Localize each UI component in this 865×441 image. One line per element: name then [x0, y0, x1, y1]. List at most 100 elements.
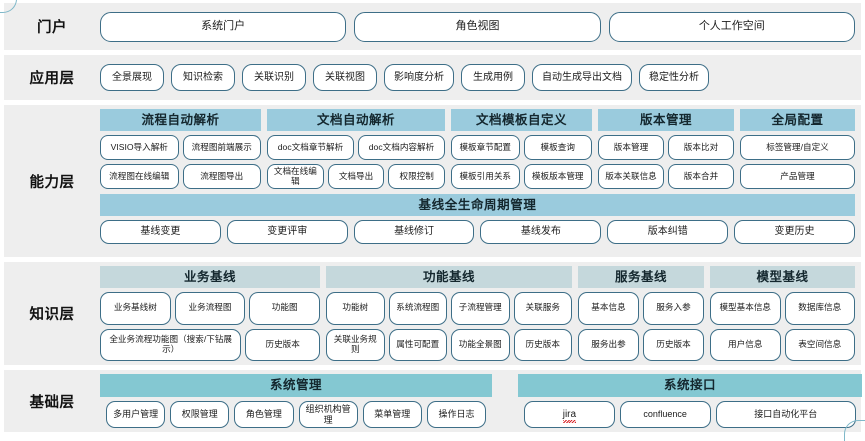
capability-group-4: 全局配置 标签管理/自定义 产品管理 [740, 109, 855, 189]
knowledge-item-3-1-1[interactable]: 数据库信息 [784, 292, 855, 325]
capability-group-2: 文档模板自定义 模板章节配置 模板查询 模板引用关系 模板版本管理 [451, 109, 592, 189]
application-item-5[interactable]: 生成用例 [461, 64, 525, 91]
knowledge-group-0-header: 业务基线 [100, 266, 320, 288]
knowledge-group-2-header: 服务基线 [578, 266, 704, 288]
capability-item-2-2-0[interactable]: 模板引用关系 [451, 164, 520, 189]
capability-item-0-1-0[interactable]: VISIO导入解析 [100, 135, 179, 160]
knowledge-item-1-1-2[interactable]: 子流程管理 [451, 292, 510, 325]
layer-row-foundation: 基础层 系统管理 多用户管理 权限管理 角色管理 组织机构管理 菜单管理 操作日… [4, 370, 862, 432]
capability-banner-item-4[interactable]: 版本纠错 [607, 220, 729, 244]
knowledge-group-1-row-1: 功能树 系统流程图 子流程管理 关联服务 [326, 292, 572, 325]
capability-group-2-header: 文档模板自定义 [451, 109, 592, 131]
capability-item-2-1-0[interactable]: 模板章节配置 [451, 135, 520, 160]
capability-banner-item-2[interactable]: 基线修订 [353, 220, 475, 244]
capability-item-3-1-1[interactable]: 版本比对 [668, 135, 734, 160]
knowledge-item-2-2-0[interactable]: 服务出参 [578, 328, 639, 361]
foundation-item-0-1[interactable]: 权限管理 [170, 401, 230, 428]
foundation-item-0-5[interactable]: 操作日志 [426, 401, 487, 428]
application-item-2[interactable]: 关联识别 [242, 64, 306, 91]
layer-label-application: 应用层 [29, 71, 75, 87]
knowledge-item-3-1-0[interactable]: 模型基本信息 [710, 292, 781, 325]
capability-group-1-row-1: doc文档章节解析 doc文档内容解析 [267, 135, 445, 160]
foundation-column-strip: 系统管理 多用户管理 权限管理 角色管理 组织机构管理 菜单管理 操作日志 系统… [100, 374, 862, 428]
knowledge-item-1-1-0[interactable]: 功能树 [326, 292, 385, 325]
application-item-4[interactable]: 影响度分析 [384, 64, 454, 91]
capability-group-1-header: 文档自动解析 [267, 109, 445, 131]
knowledge-group-0-row-1: 业务基线树 业务流程图 功能图 [100, 292, 321, 325]
knowledge-item-1-1-3[interactable]: 关联服务 [513, 292, 572, 325]
knowledge-item-1-2-3[interactable]: 历史版本 [513, 328, 572, 361]
capability-item-3-1-0[interactable]: 版本管理 [598, 135, 664, 160]
knowledge-group-1: 功能基线 功能树 系统流程图 子流程管理 关联服务 关联业务规则 属性可配置 功… [326, 266, 572, 361]
capability-item-1-2-0[interactable]: 文档在线编辑 [267, 164, 324, 189]
capability-group-1-row-2: 文档在线编辑 文档导出 权限控制 [267, 164, 446, 189]
knowledge-item-1-2-2[interactable]: 功能全景图 [451, 328, 510, 361]
foundation-item-0-0[interactable]: 多用户管理 [106, 401, 166, 428]
capability-banner-item-1[interactable]: 变更评审 [226, 220, 348, 244]
layer-body-foundation: 系统管理 多用户管理 权限管理 角色管理 组织机构管理 菜单管理 操作日志 系统… [100, 374, 862, 428]
application-item-7[interactable]: 稳定性分析 [639, 64, 709, 91]
capability-item-1-1-1[interactable]: doc文档内容解析 [358, 135, 445, 160]
capability-item-3-2-1[interactable]: 版本合并 [668, 164, 734, 189]
foundation-item-0-2[interactable]: 角色管理 [234, 401, 294, 428]
capability-item-1-1-0[interactable]: doc文档章节解析 [267, 135, 354, 160]
capability-banner-item-5[interactable]: 变更历史 [734, 220, 855, 244]
foundation-item-0-3[interactable]: 组织机构管理 [298, 401, 358, 428]
capability-item-2-2-1[interactable]: 模板版本管理 [523, 164, 592, 189]
foundation-item-1-2[interactable]: 接口自动化平台 [715, 401, 856, 428]
knowledge-item-1-2-0[interactable]: 关联业务规则 [326, 328, 385, 361]
knowledge-group-2: 服务基线 基本信息 服务入参 服务出参 历史版本 [578, 266, 704, 361]
layer-body-knowledge: 业务基线 业务基线树 业务流程图 功能图 全业务流程功能图（搜索/下钻展示） 历… [100, 266, 855, 361]
knowledge-item-2-1-0[interactable]: 基本信息 [578, 292, 639, 325]
knowledge-item-3-2-0[interactable]: 用户信息 [710, 328, 781, 361]
jira-label: jira [562, 408, 577, 424]
layer-row-capability: 能力层 流程自动解析 VISIO导入解析 流程图前端展示 流程图在线编辑 流程图… [4, 105, 861, 257]
knowledge-group-1-row-2: 关联业务规则 属性可配置 功能全景图 历史版本 [326, 328, 572, 361]
capability-item-2-1-1[interactable]: 模板查询 [523, 135, 592, 160]
capability-item-3-2-0[interactable]: 版本关联信息 [598, 164, 664, 189]
capability-item-4-2-0[interactable]: 产品管理 [740, 164, 855, 189]
knowledge-group-0-row-2: 全业务流程功能图（搜索/下钻展示） 历史版本 [100, 328, 320, 361]
capability-item-1-2-2[interactable]: 权限控制 [388, 164, 446, 189]
foundation-column-1-header: 系统接口 [518, 374, 862, 397]
knowledge-item-1-1-1[interactable]: 系统流程图 [388, 292, 447, 325]
portal-item-1[interactable]: 角色视图 [354, 11, 601, 42]
application-item-1[interactable]: 知识检索 [171, 64, 235, 91]
foundation-item-1-1[interactable]: confluence [619, 401, 711, 428]
capability-item-0-1-1[interactable]: 流程图前端展示 [182, 135, 261, 160]
capability-item-0-2-0[interactable]: 流程图在线编辑 [100, 164, 179, 189]
portal-item-0[interactable]: 系统门户 [100, 11, 347, 42]
knowledge-item-3-2-1[interactable]: 表空间信息 [784, 328, 855, 361]
knowledge-item-2-1-1[interactable]: 服务入参 [643, 292, 704, 325]
layer-body-capability: 流程自动解析 VISIO导入解析 流程图前端展示 流程图在线编辑 流程图导出 文… [100, 109, 855, 253]
capability-item-1-2-1[interactable]: 文档导出 [327, 164, 385, 189]
foundation-column-system-interface: 系统接口 jira confluence 接口自动化平台 [518, 374, 862, 428]
knowledge-item-0-1-1[interactable]: 业务流程图 [174, 292, 246, 325]
application-item-6[interactable]: 自动生成导出文档 [532, 64, 632, 91]
application-item-3[interactable]: 关联视图 [313, 64, 377, 91]
knowledge-item-0-2-0[interactable]: 全业务流程功能图（搜索/下钻展示） [100, 328, 242, 361]
application-item-0[interactable]: 全景展现 [100, 64, 164, 91]
foundation-column-0-header: 系统管理 [100, 374, 492, 397]
knowledge-item-0-1-2[interactable]: 功能图 [249, 292, 321, 325]
capability-group-1: 文档自动解析 doc文档章节解析 doc文档内容解析 文档在线编辑 文档导出 权… [267, 109, 446, 189]
capability-group-2-row-1: 模板章节配置 模板查询 [451, 135, 592, 160]
layer-label-knowledge: 知识层 [29, 307, 75, 323]
capability-item-0-2-1[interactable]: 流程图导出 [182, 164, 261, 189]
foundation-item-0-4[interactable]: 菜单管理 [362, 401, 422, 428]
knowledge-item-0-1-0[interactable]: 业务基线树 [100, 292, 171, 325]
capability-group-3: 版本管理 版本管理 版本比对 版本关联信息 版本合并 [598, 109, 734, 189]
layer-row-portal: 门户 系统门户 角色视图 个人工作空间 [4, 3, 861, 50]
foundation-item-1-0[interactable]: jira [524, 401, 615, 428]
portal-item-2[interactable]: 个人工作空间 [608, 11, 855, 42]
capability-banner-item-3[interactable]: 基线发布 [480, 220, 602, 244]
knowledge-item-2-2-1[interactable]: 历史版本 [643, 328, 704, 361]
knowledge-item-1-2-1[interactable]: 属性可配置 [388, 328, 447, 361]
knowledge-item-0-2-1[interactable]: 历史版本 [245, 328, 320, 361]
capability-item-4-1-0[interactable]: 标签管理/自定义 [740, 135, 855, 160]
capability-banner-item-0[interactable]: 基线变更 [100, 220, 221, 244]
foundation-column-0-items: 多用户管理 权限管理 角色管理 组织机构管理 菜单管理 操作日志 [100, 401, 492, 428]
capability-group-4-row-2: 产品管理 [740, 164, 855, 189]
capability-group-0-row-1: VISIO导入解析 流程图前端展示 [100, 135, 261, 160]
